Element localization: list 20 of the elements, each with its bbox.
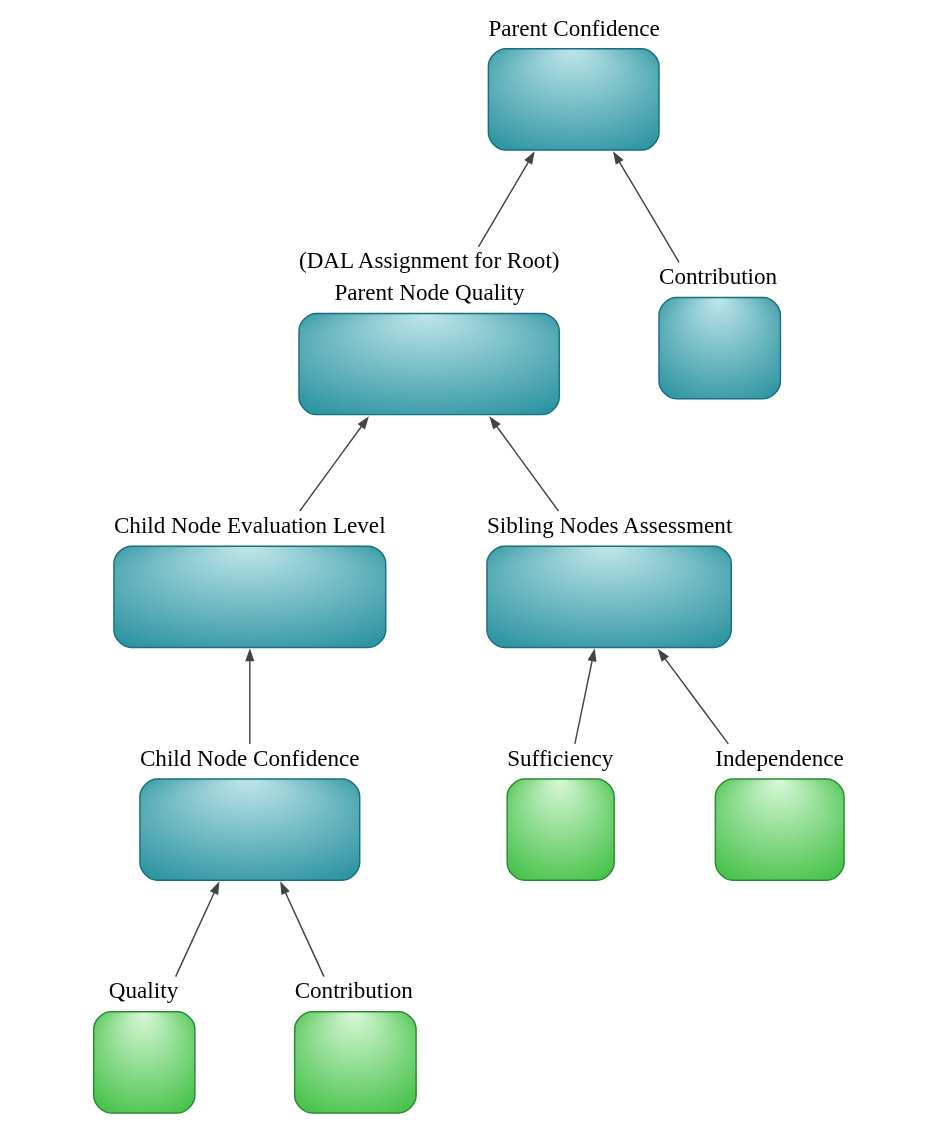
arrow <box>298 416 369 512</box>
node-label: Sufficiency <box>506 744 613 771</box>
arrow <box>488 416 559 512</box>
arrow <box>174 881 219 978</box>
node-label: (DAL Assignment for Root) <box>298 247 560 274</box>
arrow <box>279 881 325 978</box>
node-label: Child Node Confidence <box>139 744 360 771</box>
node-label: Quality <box>108 977 178 1004</box>
node-label: Independence <box>714 744 844 771</box>
arrow <box>657 648 729 745</box>
node-label: Parent Confidence <box>487 14 660 41</box>
arrow <box>477 151 535 248</box>
node-label: Child Node Evaluation Level <box>113 511 386 538</box>
node-label: Contribution <box>658 263 777 290</box>
arrow <box>244 648 254 745</box>
node-label: Parent Node Quality <box>333 279 524 306</box>
node-label: Sibling Nodes Assessment <box>486 511 732 538</box>
arrow <box>573 648 596 745</box>
node-label: Contribution <box>294 977 413 1004</box>
arrow <box>612 151 680 264</box>
